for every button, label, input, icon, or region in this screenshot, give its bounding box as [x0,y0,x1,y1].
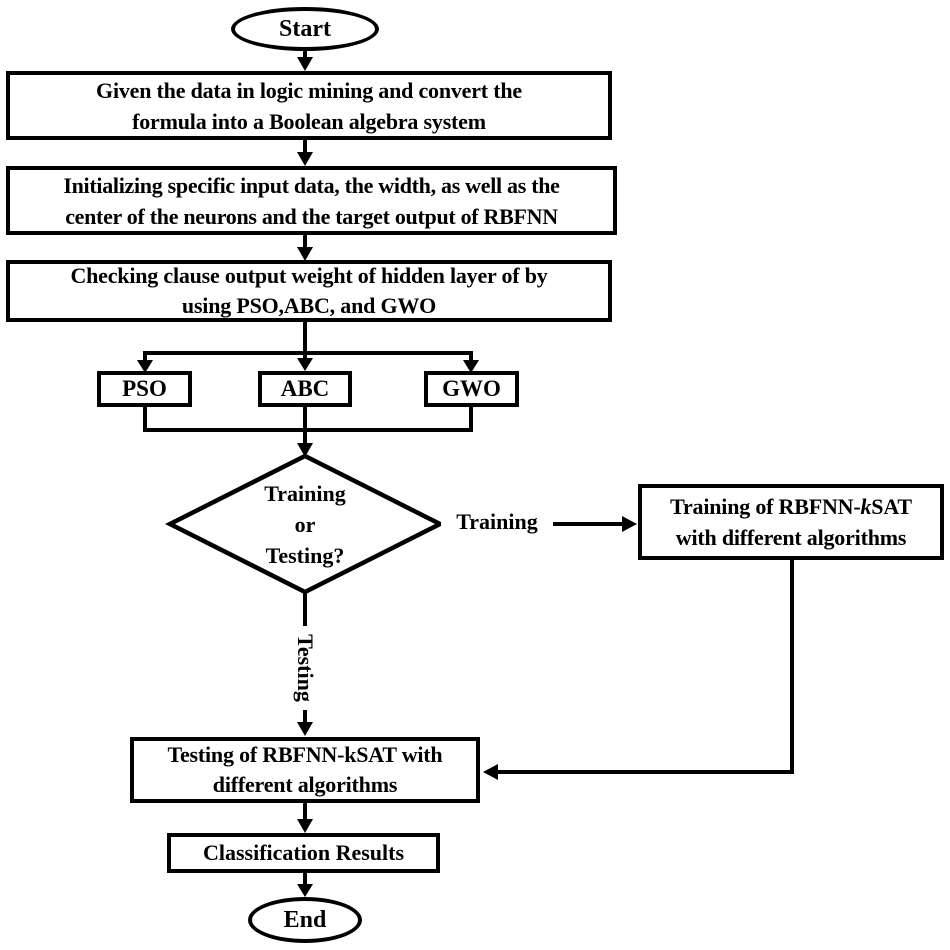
arrowhead-classification-end [297,884,313,897]
arrowhead-start-box1 [297,57,313,71]
arrowhead-return-testing [483,764,498,780]
start-terminator: Start [231,7,379,51]
process-text-line: Classification Results [202,840,405,865]
algorithm-box-abc: ABC [258,371,352,407]
process-testing-rbfnn-ksat: Testing of RBFNN-kSAT with different alg… [130,737,480,803]
decision-text-line: or [294,511,316,537]
arrowhead-testing-classification [297,819,313,833]
process-text-line: different algorithms [212,772,398,797]
decision-text-line: Testing? [265,542,345,568]
process-check-clause-weight: Checking clause output weight of hidden … [6,260,612,322]
edge-label-training: Training [441,509,553,535]
end-label: End [283,906,327,933]
algorithm-label: GWO [442,376,501,401]
process-text-line: using PSO,ABC, and GWO [181,293,437,318]
process-text-line: Training of RBFNN-kSAT [670,491,912,522]
process-text-line: Given the data in logic mining and conve… [96,77,522,103]
end-terminator: End [248,897,362,943]
process-text-line: center of the neurons and the target out… [65,203,558,229]
arrowhead-split-pso [137,360,153,373]
arrowhead-merge-decision [297,443,313,457]
process-training-rbfnn-ksat: Training of RBFNN-kSAT with different al… [638,484,944,560]
arrowhead-box2-box3 [297,247,313,261]
decision-training-or-testing: Training or Testing? [215,477,395,571]
process-text-line: Testing of RBFNN-kSAT with [167,742,443,767]
algorithm-box-gwo: GWO [424,371,519,407]
process-text-line: Initializing specific input data, the wi… [63,172,560,198]
arrowhead-decision-training [622,516,637,532]
process-boolean-algebra: Given the data in logic mining and conve… [6,71,612,140]
algorithm-label: ABC [280,376,330,401]
process-initialize-rbfnn: Initializing specific input data, the wi… [6,166,617,235]
arrowhead-split-abc [297,358,313,371]
process-text-line: Checking clause output weight of hidden … [70,263,548,288]
decision-text-line: Training [264,480,346,506]
training-text-k: k [860,494,872,519]
training-text-pre: Training of RBFNN- [670,494,861,519]
edge-label-testing: Testing [290,626,320,710]
start-label: Start [279,15,331,42]
algorithm-label: PSO [122,376,167,401]
arrowhead-box1-box2 [297,152,313,166]
arrowhead-decision-testing [297,722,313,736]
process-text-line: formula into a Boolean algebra system [132,108,486,134]
process-classification-results: Classification Results [167,833,440,873]
algorithm-box-pso: PSO [97,371,192,407]
process-text-line: with different algorithms [675,525,907,550]
arrowhead-split-gwo [463,360,479,373]
training-text-post: SAT [871,494,912,519]
